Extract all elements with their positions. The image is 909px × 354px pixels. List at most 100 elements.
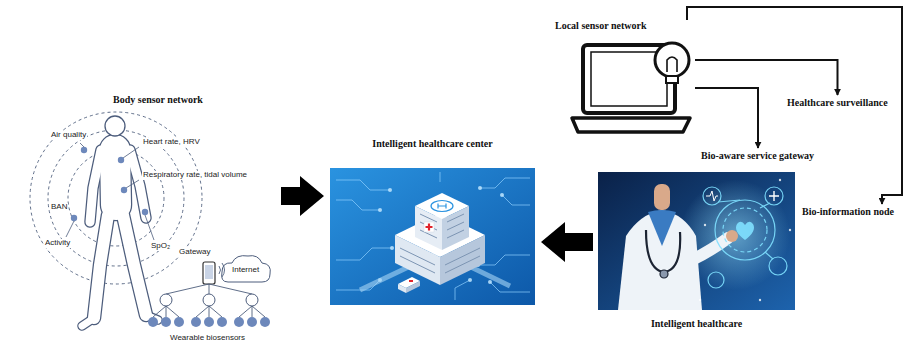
node-title: Body sensor network bbox=[40, 94, 276, 106]
hospital-picture bbox=[447, 230, 464, 238]
ban-rings bbox=[30, 112, 202, 284]
doctor-picture bbox=[598, 172, 795, 310]
node-box: Bio-aware service gateway bbox=[699, 149, 817, 163]
sensor-dots bbox=[126, 180, 139, 188]
hospital-picture bbox=[409, 280, 413, 282]
gateway-network bbox=[209, 284, 210, 294]
hospital-picture bbox=[480, 178, 530, 188]
gateway-network bbox=[252, 306, 265, 317]
sensor-dots bbox=[66, 143, 154, 240]
gateway-network bbox=[222, 263, 225, 277]
gateway-network bbox=[160, 294, 172, 306]
doctor-picture bbox=[699, 299, 701, 301]
sensor-dots bbox=[66, 143, 154, 240]
ban-rings bbox=[30, 112, 202, 284]
gateway-network bbox=[239, 306, 252, 317]
doctor-picture bbox=[646, 230, 680, 272]
hospital-picture bbox=[500, 193, 504, 197]
laptop-icon bbox=[655, 43, 689, 77]
gateway-network bbox=[247, 317, 257, 327]
doctor-picture bbox=[660, 270, 668, 278]
sensor-dots bbox=[145, 215, 154, 240]
laptop-icon bbox=[572, 118, 690, 132]
doctor-picture bbox=[769, 257, 787, 275]
hospital-picture bbox=[440, 172, 441, 182]
hospital-picture bbox=[478, 255, 530, 265]
person-figure bbox=[115, 150, 116, 205]
doctor-picture bbox=[789, 229, 791, 231]
doctor-picture bbox=[760, 203, 770, 208]
hospital-picture bbox=[388, 188, 392, 192]
doctor-picture bbox=[759, 299, 761, 301]
gateway-network bbox=[166, 284, 209, 294]
person-figure bbox=[105, 116, 125, 136]
node-box: Intelligent healthcare center bbox=[330, 138, 535, 305]
node-title: Bio-information node bbox=[802, 206, 894, 218]
gateway-network bbox=[260, 317, 270, 327]
doctor-picture bbox=[699, 179, 791, 301]
gateway-network bbox=[166, 306, 179, 317]
doctor-picture bbox=[765, 252, 773, 259]
person-figure bbox=[123, 215, 146, 315]
hospital-picture bbox=[336, 248, 392, 260]
hospital-picture bbox=[330, 168, 535, 305]
gateway-network bbox=[166, 306, 167, 317]
sensor-label: Heart rate, HRV bbox=[142, 138, 201, 147]
doctor-picture bbox=[726, 230, 738, 242]
node-title: Healthcare surveillance bbox=[787, 97, 888, 109]
doctor-picture bbox=[723, 208, 767, 252]
hospital-picture bbox=[330, 168, 535, 305]
hospital-picture bbox=[420, 214, 437, 222]
gateway-network bbox=[148, 317, 158, 327]
sensor-label: Gateway bbox=[178, 248, 212, 257]
hospital-picture bbox=[488, 280, 492, 284]
hospital-picture bbox=[468, 278, 472, 282]
sensor-label: Wearable biosensors bbox=[169, 334, 246, 343]
doctor-picture bbox=[708, 272, 724, 288]
hospital-picture bbox=[398, 284, 406, 293]
gateway-network bbox=[148, 256, 270, 327]
node-box: Bio-information node bbox=[800, 205, 896, 219]
hospital-picture bbox=[447, 222, 464, 230]
gateway-network bbox=[246, 294, 258, 306]
node-box: Healthcare surveillance bbox=[785, 96, 890, 110]
person-figure bbox=[82, 318, 94, 326]
sensor-dots bbox=[123, 147, 139, 158]
hospital-picture bbox=[400, 248, 435, 265]
hospital-picture bbox=[336, 200, 380, 210]
gateway-network bbox=[204, 317, 214, 327]
gateway-network bbox=[153, 306, 166, 317]
hospital-picture bbox=[447, 214, 464, 222]
sensor-dots bbox=[71, 147, 148, 221]
ban-rings bbox=[68, 150, 164, 246]
laptop-icon bbox=[666, 76, 678, 83]
gateway-network bbox=[205, 265, 213, 279]
block-arrow bbox=[541, 222, 593, 262]
hospital-picture bbox=[415, 206, 442, 250]
person-figure bbox=[94, 215, 108, 318]
sensor-dots bbox=[81, 147, 87, 153]
doctor-picture bbox=[703, 187, 787, 288]
node-title: Local sensor network bbox=[555, 20, 695, 32]
gateway-network bbox=[160, 294, 258, 306]
laptop-icon bbox=[572, 43, 690, 132]
gateway-network bbox=[234, 317, 244, 327]
hospital-picture bbox=[424, 222, 434, 232]
sensor-dots bbox=[142, 209, 148, 215]
doctor-picture bbox=[692, 238, 728, 260]
gateway-network bbox=[203, 262, 215, 284]
gateway-network bbox=[203, 294, 215, 306]
gateway-network bbox=[174, 317, 184, 327]
sensor-label: SpO₂ bbox=[150, 242, 171, 251]
doctor-picture bbox=[648, 210, 676, 246]
person-figure bbox=[90, 150, 101, 222]
hospital-picture bbox=[336, 180, 390, 190]
sensor-label: Activity bbox=[44, 239, 71, 248]
doctor-picture bbox=[779, 179, 781, 181]
doctor-picture bbox=[654, 184, 670, 210]
gateway-network bbox=[252, 306, 253, 317]
hospital-picture bbox=[426, 224, 433, 231]
sensor-label: Respiratory rate, tidal volume bbox=[142, 171, 248, 180]
